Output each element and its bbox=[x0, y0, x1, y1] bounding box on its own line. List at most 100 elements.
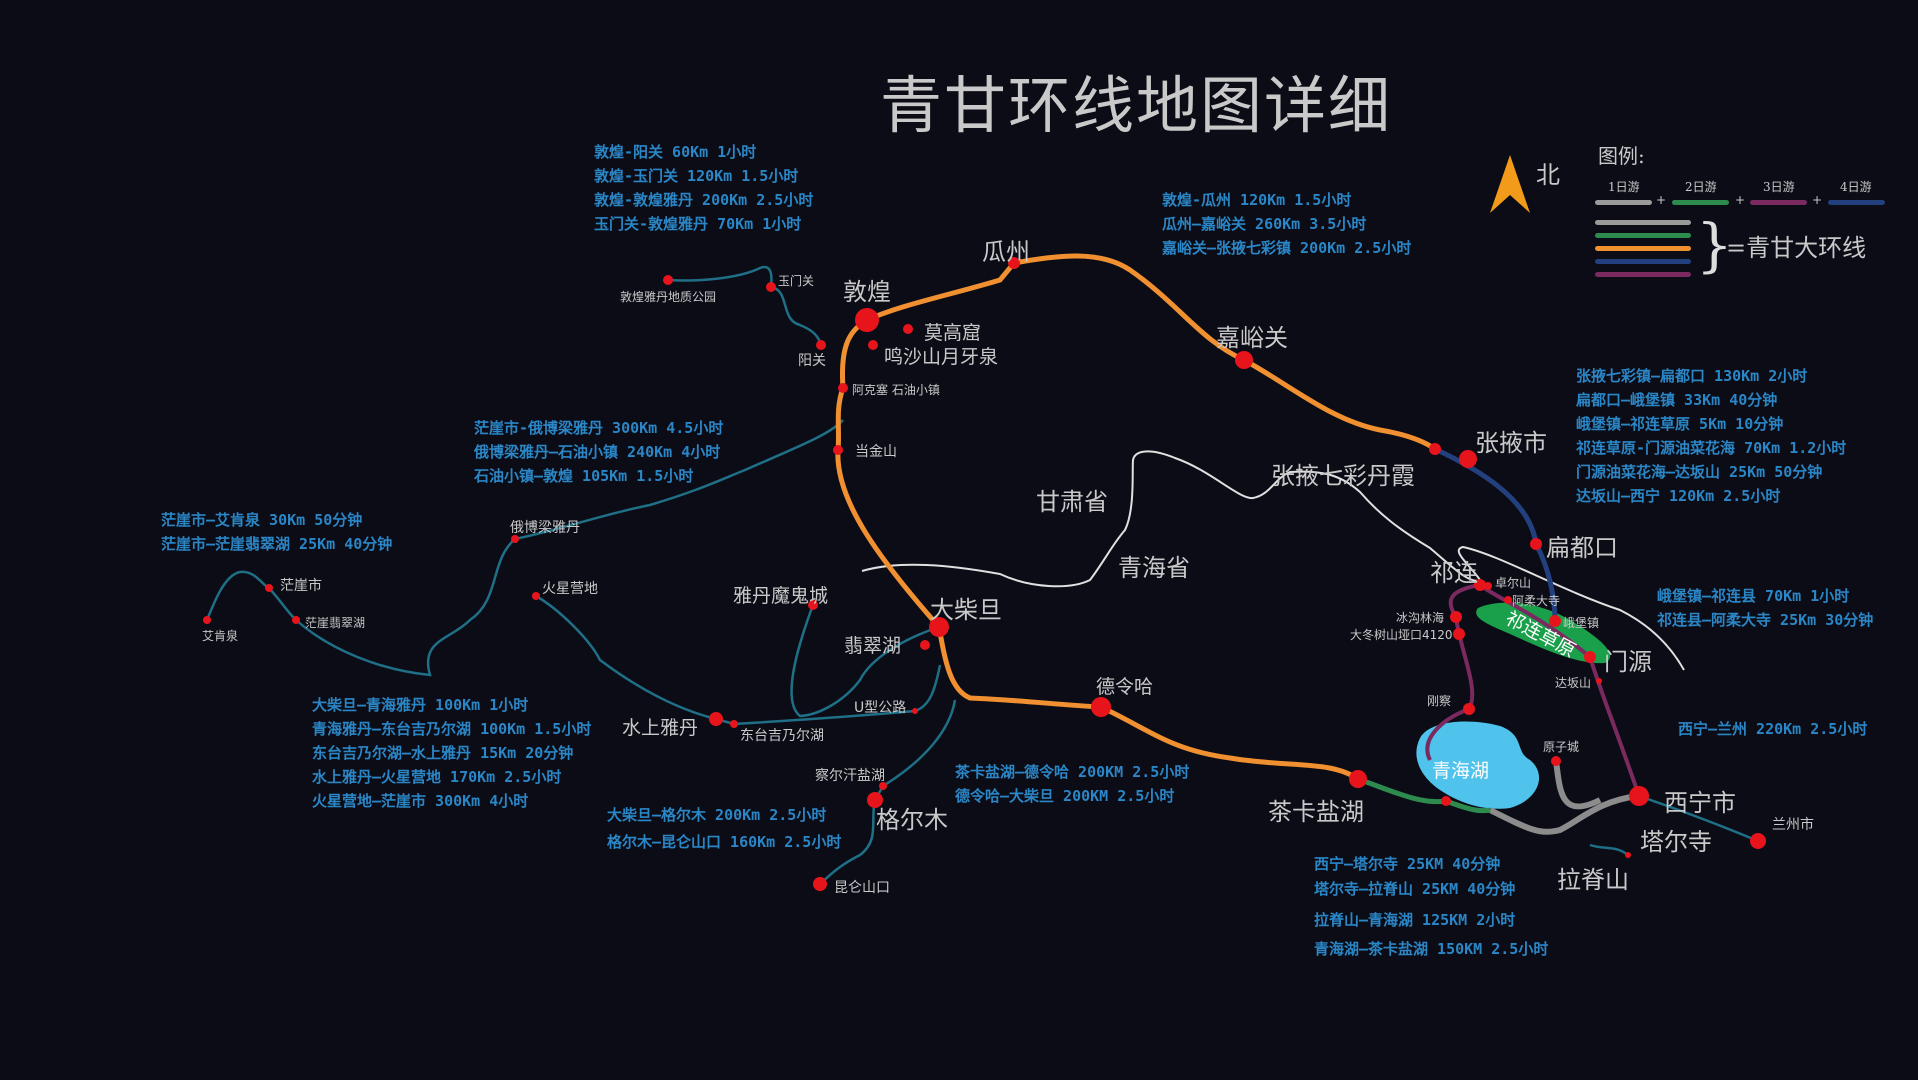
label-jiayuguan: 嘉峪关 bbox=[1216, 324, 1288, 352]
marker-chaerhan bbox=[879, 782, 887, 790]
label-kunlun: 昆仑山口 bbox=[834, 880, 890, 896]
route-main-loop bbox=[835, 253, 1437, 782]
legend-label-2: 2日游 bbox=[1685, 180, 1717, 194]
route-info-line: 张掖七彩镇—扁都口 130Km 2小时 bbox=[1576, 367, 1808, 385]
route-info-line: 敦煌-阳关 60Km 1小时 bbox=[594, 143, 757, 161]
legend-combined-4 bbox=[1595, 259, 1691, 264]
label-dadongshu: 大冬树山垭口4120 bbox=[1350, 628, 1453, 642]
marker-zhangye-danxia bbox=[1429, 443, 1441, 455]
label-aikenquan: 艾肯泉 bbox=[202, 629, 239, 643]
marker-shuishang bbox=[709, 712, 723, 726]
route-info-line: 玉门关-敦煌雅丹 70Km 1小时 bbox=[594, 215, 802, 233]
route-info-line: 敦煌-玉门关 120Km 1.5小时 bbox=[594, 167, 799, 185]
route-info-line: 大柴旦—青海雅丹 100Km 1小时 bbox=[312, 696, 529, 714]
label-biandukou: 扁都口 bbox=[1546, 534, 1618, 562]
route-info-line: 茶卡盐湖—德令哈 200KM 2.5小时 bbox=[955, 763, 1190, 781]
route-info-line: 茫崖市—艾肯泉 30Km 50分钟 bbox=[161, 511, 363, 529]
marker-taersi bbox=[1625, 852, 1631, 858]
route-info-mangya-local: 茫崖市—艾肯泉 30Km 50分钟 茫崖市—茫崖翡翠湖 25Km 40分钟 bbox=[161, 508, 392, 556]
route-info-line: 德令哈—大柴旦 200KM 2.5小时 bbox=[955, 787, 1175, 805]
label-xining: 西宁市 bbox=[1664, 789, 1736, 817]
legend-combined-5 bbox=[1595, 272, 1691, 277]
legend-title: 图例: bbox=[1598, 144, 1645, 168]
label-zhangye-danxia: 张掖七彩丹霞 bbox=[1271, 462, 1415, 490]
legend-combined-1 bbox=[1595, 220, 1691, 225]
route-dachaidan-yadan bbox=[790, 604, 940, 718]
label-yumenguan: 玉门关 bbox=[778, 274, 815, 288]
route-info-lanzhou: 西宁—兰州 220Km 2.5小时 bbox=[1678, 717, 1867, 741]
route-info-line: 西宁—塔尔寺 25KM 40分钟 bbox=[1314, 855, 1501, 873]
marker-dunhuang-yadan bbox=[663, 275, 673, 285]
route-lanzhou bbox=[1638, 794, 1759, 843]
route-info-line: 祁连县—阿柔大寺 25Km 30分钟 bbox=[1657, 611, 1874, 629]
marker-aikenquan bbox=[203, 616, 211, 624]
legend-plus: + bbox=[1656, 193, 1667, 207]
marker-mangya-feicui bbox=[292, 616, 300, 624]
marker-dangjinshan bbox=[833, 445, 843, 455]
marker-yuanzicheng bbox=[1551, 756, 1561, 766]
route-info-line: 东台吉乃尔湖—水上雅丹 15Km 20分钟 bbox=[312, 744, 574, 762]
label-dunhuang: 敦煌 bbox=[843, 278, 891, 306]
marker-yadan-ghost bbox=[808, 600, 818, 610]
route-info-line: 茫崖市-俄博梁雅丹 300Km 4.5小时 bbox=[474, 419, 724, 437]
legend-label-3: 3日游 bbox=[1763, 180, 1795, 194]
label-zhuoershan: 卓尔山 bbox=[1495, 576, 1532, 590]
route-info-line: 青海雅丹—东台吉乃尔湖 100Km 1.5小时 bbox=[312, 720, 592, 738]
marker-mangya bbox=[265, 584, 273, 592]
route-info-dunhuang-west: 敦煌-阳关 60Km 1小时 敦煌-玉门关 120Km 1.5小时 敦煌-敦煌雅… bbox=[594, 140, 813, 236]
marker-ebo-liang bbox=[511, 535, 519, 543]
label-mingsha: 鸣沙山月牙泉 bbox=[884, 346, 999, 368]
route-lajishan bbox=[1589, 843, 1629, 857]
marker-jiayuguan bbox=[1235, 351, 1253, 369]
north-arrow-icon bbox=[1490, 155, 1530, 213]
marker-mogao bbox=[903, 324, 913, 334]
label-mangya: 茫崖市 bbox=[280, 578, 322, 594]
route-info-line: 俄博梁雅丹—石油小镇 240Km 4小时 bbox=[474, 443, 721, 461]
label-shuishang: 水上雅丹 bbox=[622, 717, 699, 739]
label-guazhou: 瓜州 bbox=[982, 238, 1030, 266]
legend-label-1: 1日游 bbox=[1608, 180, 1640, 194]
marker-lanzhou bbox=[1750, 833, 1766, 849]
marker-mars-camp bbox=[532, 592, 540, 600]
label-u-road: U型公路 bbox=[854, 700, 907, 716]
label-ebao: 峨堡镇 bbox=[1563, 616, 1600, 630]
marker-arou bbox=[1504, 596, 1512, 604]
north-label: 北 bbox=[1536, 161, 1560, 189]
marker-chaka bbox=[1349, 770, 1367, 788]
marker-delingha bbox=[1091, 697, 1111, 717]
label-ebo-liang: 俄博梁雅丹 bbox=[510, 520, 580, 536]
label-mogao: 莫高窟 bbox=[924, 322, 982, 344]
marker-guazhou bbox=[1008, 257, 1020, 269]
marker-binggou bbox=[1450, 611, 1462, 623]
marker-dabanshan bbox=[1596, 678, 1602, 684]
route-info-line: 达坂山—西宁 120Km 2.5小时 bbox=[1576, 487, 1781, 505]
legend-swatch-4 bbox=[1828, 200, 1885, 205]
label-akesai: 阿克塞 石油小镇 bbox=[852, 383, 940, 397]
marker-dadongshu bbox=[1453, 628, 1465, 640]
label-zhangye: 张掖市 bbox=[1475, 429, 1547, 457]
marker-dachaidan bbox=[929, 617, 949, 637]
route-info-line: 门源油菜花海—达坂山 25Km 50分钟 bbox=[1576, 463, 1823, 481]
route-info-line: 塔尔寺—拉脊山 25KM 40分钟 bbox=[1314, 880, 1516, 898]
route-info-line: 扁都口—峨堡镇 33Km 40分钟 bbox=[1576, 391, 1778, 409]
label-mars-camp: 火星营地 bbox=[542, 581, 598, 597]
qinghai-lake bbox=[1416, 721, 1540, 809]
route-info-line: 大柴旦—格尔木 200Km 2.5小时 bbox=[607, 806, 827, 824]
label-lanzhou: 兰州市 bbox=[1772, 817, 1814, 833]
route-info-qilian: 峨堡镇—祁连县 70Km 1小时 祁连县—阿柔大寺 25Km 30分钟 bbox=[1657, 584, 1873, 632]
marker-qilian bbox=[1474, 579, 1486, 591]
label-dachaidan: 大柴旦 bbox=[930, 596, 1002, 624]
route-info-line: 敦煌-瓜州 120Km 1.5小时 bbox=[1162, 191, 1352, 209]
legend-swatch-3 bbox=[1750, 200, 1807, 205]
route-info-line: 拉脊山—青海湖 125KM 2小时 bbox=[1314, 911, 1516, 929]
label-yuanzicheng: 原子城 bbox=[1543, 740, 1580, 754]
marker-geermu bbox=[867, 792, 883, 808]
marker-akesai bbox=[838, 383, 848, 393]
marker-zhuoershan bbox=[1484, 582, 1492, 590]
province-qinghai: 青海省 bbox=[1118, 554, 1190, 582]
route-mangya-west bbox=[205, 538, 516, 677]
route-info-line: 石油小镇—敦煌 105Km 1.5小时 bbox=[474, 467, 694, 485]
route-geermu bbox=[819, 699, 957, 885]
label-arou: 阿柔大寺 bbox=[1512, 594, 1561, 608]
label-yadan-ghost: 雅丹魔鬼城 bbox=[733, 585, 829, 607]
